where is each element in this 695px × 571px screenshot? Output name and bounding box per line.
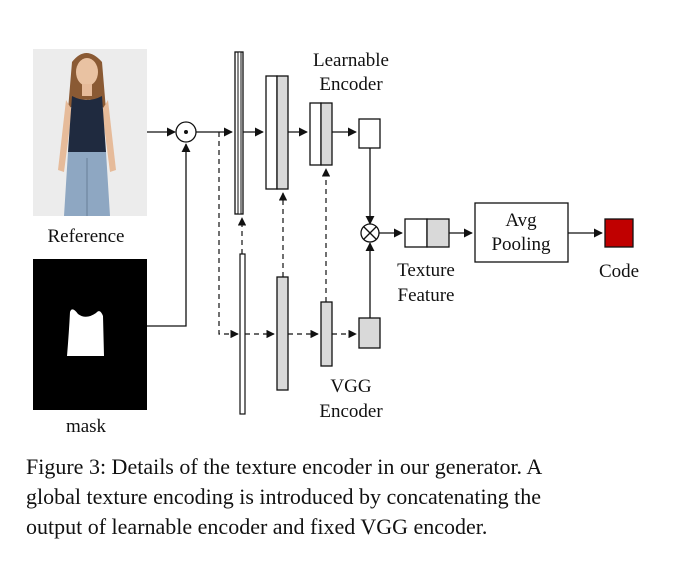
vgg-encoder-label-line2: Encoder bbox=[319, 401, 383, 422]
caption-line-3: output of learnable encoder and fixed VG… bbox=[26, 514, 488, 539]
code-label: Code bbox=[599, 261, 639, 282]
mask-label: mask bbox=[66, 416, 107, 437]
reference-image bbox=[33, 49, 147, 216]
avg-pooling-block bbox=[474, 202, 569, 263]
caption-line-1: Figure 3: Details of the texture encoder… bbox=[26, 454, 543, 479]
circled-times-icon bbox=[360, 223, 380, 243]
mask-image bbox=[33, 259, 147, 410]
learnable-encoder-label-line1: Learnable bbox=[313, 50, 389, 71]
texture-encoder-diagram: Reference mask Learnable Encoder bbox=[33, 49, 639, 437]
avg-pooling-label-line1: Avg bbox=[505, 210, 537, 231]
avg-pooling-label-line2: Pooling bbox=[491, 234, 551, 255]
learnable-encoder bbox=[234, 51, 381, 215]
reference-label: Reference bbox=[48, 226, 125, 247]
code-block bbox=[604, 218, 634, 248]
circled-dot-icon bbox=[175, 121, 197, 143]
texture-feature-block bbox=[404, 218, 450, 248]
figure-caption: Figure 3: Details of the texture encoder… bbox=[26, 452, 676, 542]
texture-feature-label-line2: Feature bbox=[398, 285, 455, 306]
learnable-encoder-label-line2: Encoder bbox=[319, 74, 383, 95]
arrow-multiply-to-vgg bbox=[218, 132, 239, 339]
caption-line-2: global texture encoding is introduced by… bbox=[26, 484, 542, 509]
arrow-mask-to-multiply bbox=[147, 143, 191, 327]
texture-feature-label-line1: Texture bbox=[397, 260, 455, 281]
vgg-encoder-label-line1: VGG bbox=[330, 376, 371, 397]
